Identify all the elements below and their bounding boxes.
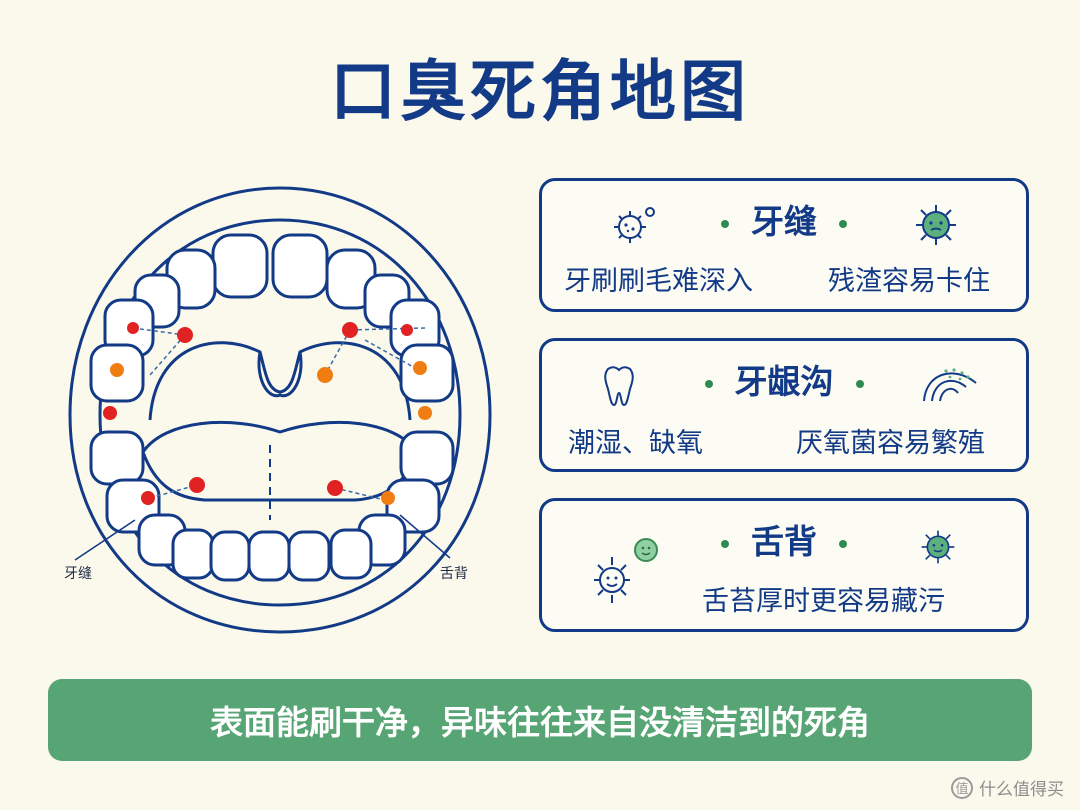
tooth — [89, 430, 145, 486]
summary-banner: 表面能刷干净，异味往往来自没清洁到的死角 — [48, 679, 1032, 761]
hotspot-red — [327, 480, 343, 496]
card-heading: 牙缝 — [542, 195, 1026, 243]
bullet-dot — [839, 219, 847, 228]
card-line: 残渣容易卡住 — [828, 266, 990, 297]
bullet-dot — [721, 219, 729, 228]
outer-lip — [68, 186, 492, 634]
tooth — [287, 530, 331, 582]
label-tongue-back: 舌背 — [440, 566, 468, 582]
germ-face-icon — [916, 205, 956, 245]
card-line: 厌氧菌容易繁殖 — [796, 428, 985, 459]
hotspot-red — [342, 322, 358, 338]
card-teeth-gap: 牙缝 牙刷刷毛难深入 残渣容易卡住 — [539, 178, 1029, 312]
bullet-dot — [839, 539, 847, 548]
tooth-icon — [604, 366, 634, 407]
tooth — [211, 233, 269, 299]
bullet-dot — [855, 379, 864, 388]
card-gum-pocket: 牙龈沟 潮湿、缺氧 厌氧菌容易繁殖 — [539, 338, 1029, 472]
hotspot-orange — [413, 361, 427, 375]
tooth — [399, 343, 455, 403]
tooth — [209, 530, 251, 582]
hotspot-red — [103, 406, 117, 420]
card-line: 牙刷刷毛难深入 — [564, 266, 753, 297]
bullet-dot — [721, 539, 729, 548]
hotspot-red — [401, 324, 413, 336]
card-heading: 牙龈沟 — [542, 355, 1026, 403]
tooth — [329, 528, 373, 580]
hotspot-red — [177, 327, 193, 343]
watermark-text: 什么值得买 — [979, 780, 1064, 800]
page-title: 口臭死角地图 — [330, 53, 750, 130]
tooth — [271, 233, 329, 299]
germ-icon — [614, 207, 655, 243]
mouth-diagram — [68, 186, 492, 634]
hotspot-orange — [317, 367, 333, 383]
watermark: 值 什么值得买 — [951, 775, 1064, 800]
hotspot-orange — [381, 491, 395, 505]
hotspot-red — [127, 322, 139, 334]
hotspot-orange — [110, 363, 124, 377]
hotspot-orange — [418, 406, 432, 420]
palate — [148, 341, 412, 421]
germ-face-icon — [921, 530, 955, 564]
label-teeth-gap: 牙缝 — [64, 566, 92, 582]
tooth — [171, 528, 215, 580]
hotspot-red — [141, 491, 155, 505]
tooth — [247, 530, 291, 582]
gum-arc-icon — [923, 368, 977, 402]
card-tongue-back: 舌背 舌苔厚时更容易藏污 — [539, 498, 1029, 632]
card-heading: 舌背 — [542, 515, 1026, 563]
germ-smile-icon — [594, 538, 658, 603]
tooth — [399, 430, 455, 486]
card-line: 舌苔厚时更容易藏污 — [702, 586, 945, 617]
hotspot-red — [189, 477, 205, 493]
watermark-logo-icon: 值 — [951, 776, 973, 799]
bullet-dot — [704, 379, 713, 388]
card-line: 潮湿、缺氧 — [568, 428, 703, 459]
